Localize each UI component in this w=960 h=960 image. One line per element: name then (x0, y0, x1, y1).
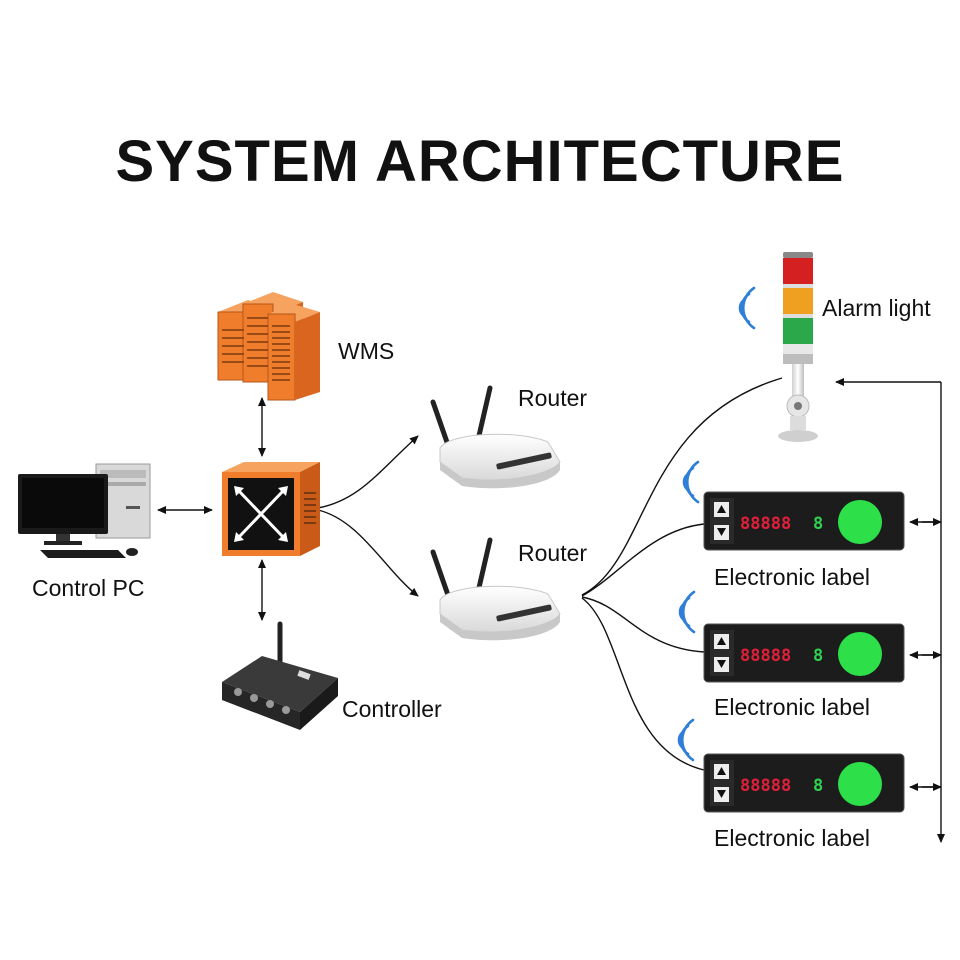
electronic-label-icon: 88888 8 (703, 623, 905, 683)
wifi-router-icon (430, 385, 561, 489)
switch-router-bottom-link (317, 509, 419, 597)
electronic-label-2-label: Electronic label (714, 694, 870, 720)
svg-text:88888: 88888 (740, 514, 791, 534)
control-pc-label: Control PC (32, 575, 145, 601)
electronic-label-icon: 88888 8 (703, 753, 905, 813)
router-label3-link (581, 597, 705, 771)
svg-text:8: 8 (813, 646, 823, 666)
router-label2-link (581, 596, 705, 653)
svg-text:8: 8 (813, 514, 823, 534)
switch-router-top-link (317, 435, 419, 509)
wms-label: WMS (338, 338, 395, 364)
svg-text:88888: 88888 (740, 776, 791, 796)
alarm-light-label: Alarm light (822, 295, 931, 321)
connections (157, 377, 945, 843)
controller-label: Controller (342, 696, 442, 722)
page-title: SYSTEM ARCHITECTURE (115, 129, 845, 194)
wireless-signal-icon (677, 286, 756, 762)
tower-light-icon (778, 252, 818, 442)
network-switch-icon (222, 462, 320, 556)
server-rack-icon (217, 292, 320, 401)
router-bottom-label: Router (518, 540, 588, 566)
electronic-label-1-label: Electronic label (714, 564, 870, 590)
svg-text:8: 8 (813, 776, 823, 796)
router-label1-link (581, 523, 705, 597)
router-top-label: Router (518, 385, 588, 411)
desktop-computer-icon (18, 463, 151, 558)
wireless-controller-icon (222, 621, 338, 730)
router-alarm-link (581, 377, 783, 596)
electronic-label-icon: 88888 8 (703, 491, 905, 551)
electronic-label-3-label: Electronic label (714, 825, 870, 851)
wifi-router-icon (430, 537, 561, 641)
svg-text:88888: 88888 (740, 646, 791, 666)
